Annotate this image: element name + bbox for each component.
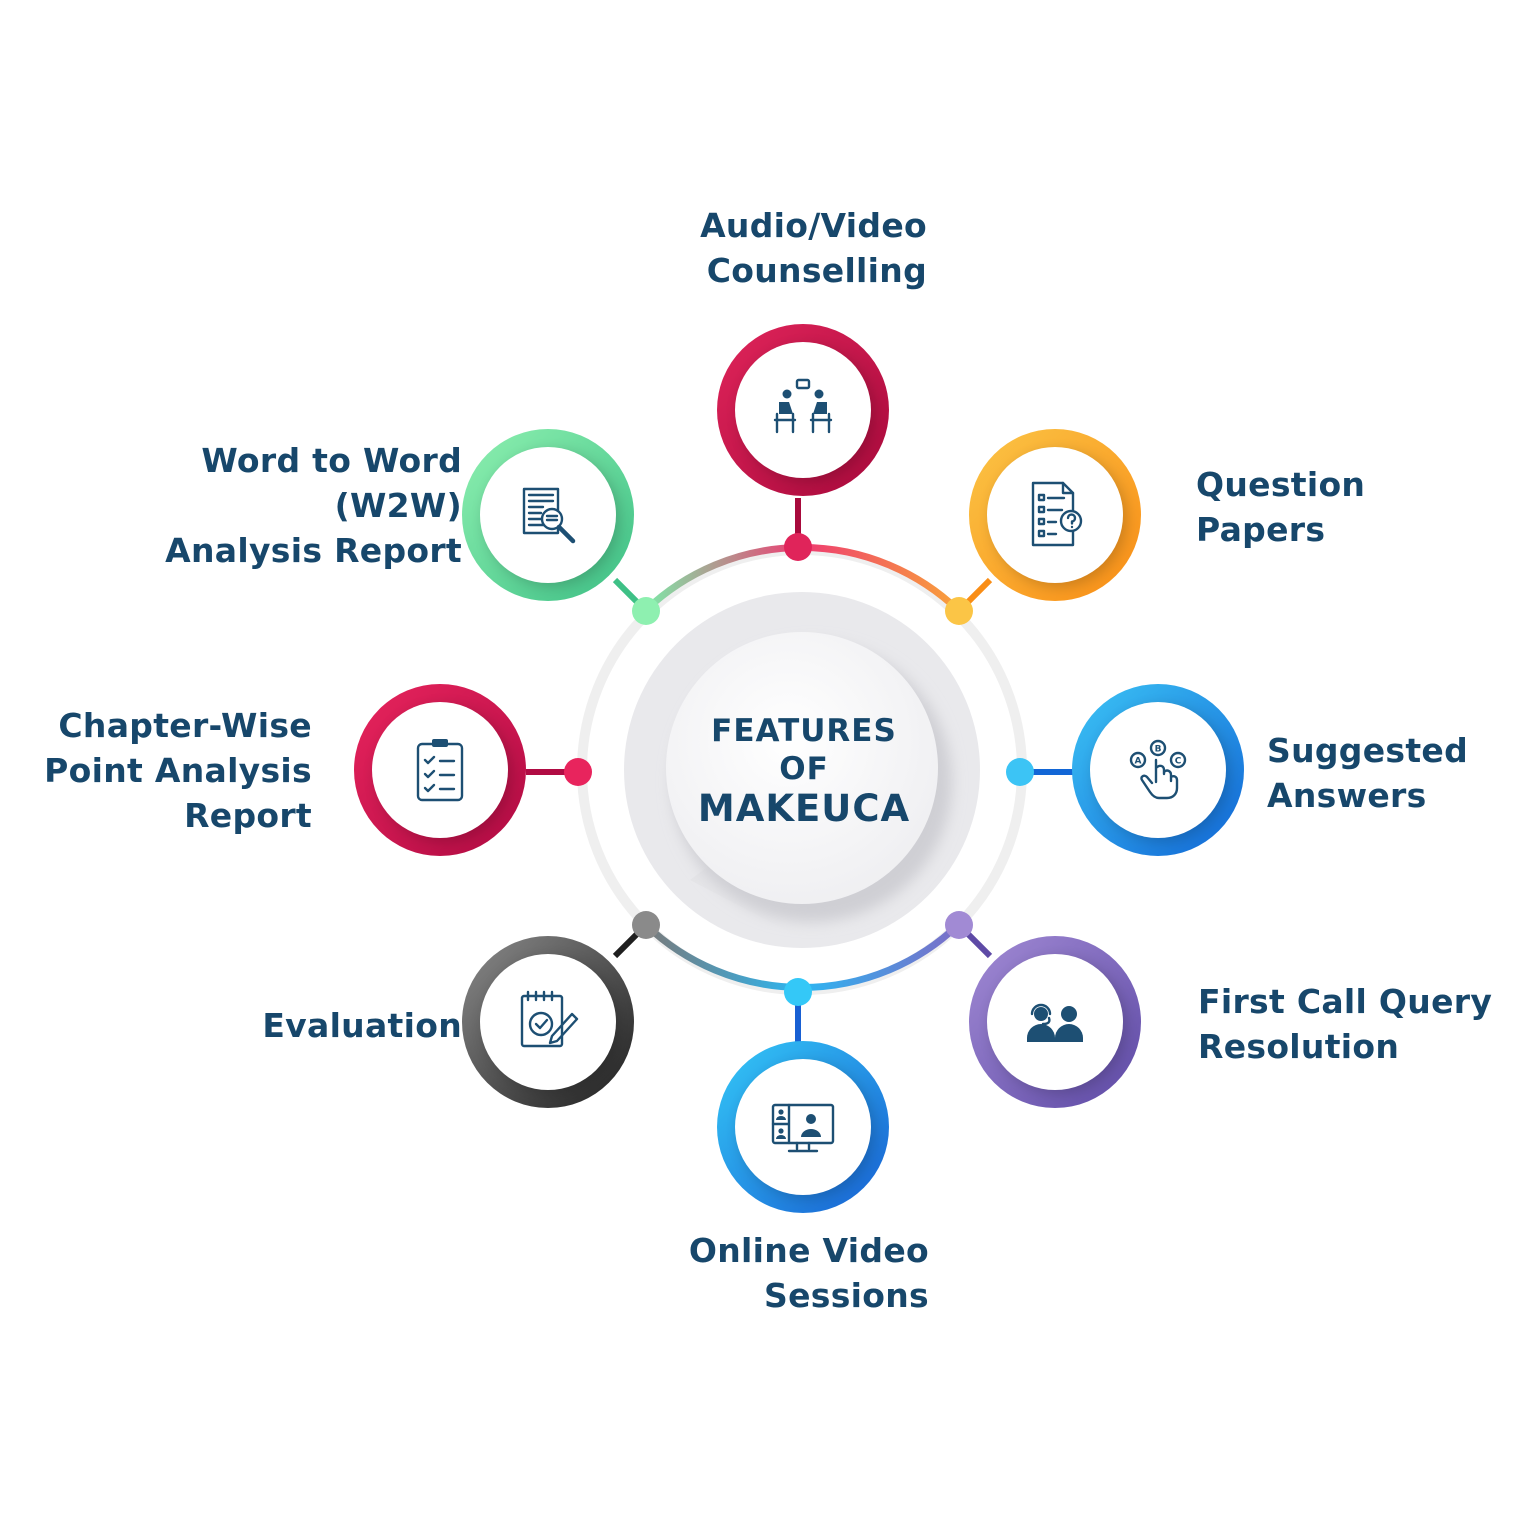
feature-label-line: Counselling bbox=[706, 251, 927, 290]
feature-label-w2w-analysis-report: Word to Word (W2W) Analysis Report bbox=[160, 438, 462, 573]
feature-label-line: Chapter-Wise bbox=[58, 706, 312, 745]
connector-dot-question-papers bbox=[945, 597, 973, 625]
connector-dot-evaluation bbox=[632, 911, 660, 939]
checklist-clipboard-icon bbox=[416, 739, 464, 802]
feature-node-suggested-answers: A B C bbox=[1006, 684, 1244, 856]
feature-label-line: Question bbox=[1196, 465, 1366, 504]
connector-dot-online-video-sessions bbox=[784, 978, 812, 1006]
video-conference-icon bbox=[771, 1103, 835, 1153]
center-title-line3: MAKEUCA bbox=[697, 787, 911, 830]
ring-face-first-call-query-resolution bbox=[987, 954, 1123, 1090]
ring-face-chapter-wise-point-analysis-report bbox=[372, 702, 508, 838]
center-title-line2: OF bbox=[779, 751, 829, 787]
feature-node-online-video-sessions bbox=[717, 978, 889, 1213]
feature-node-first-call-query-resolution bbox=[945, 911, 1141, 1108]
feature-label-line: Audio/Video bbox=[700, 206, 927, 245]
ring-face-suggested-answers bbox=[1090, 702, 1226, 838]
center-disc-face bbox=[666, 632, 938, 904]
connector-dot-audio-video-counselling bbox=[784, 533, 812, 561]
feature-node-w2w-analysis-report bbox=[462, 429, 660, 625]
feature-label-line: Answers bbox=[1267, 776, 1427, 815]
ring-face-evaluation bbox=[480, 954, 616, 1090]
svg-text:B: B bbox=[1155, 745, 1162, 755]
feature-node-question-papers bbox=[945, 429, 1141, 625]
center-title: FEATURES OF MAKEUCA bbox=[668, 712, 940, 830]
feature-node-chapter-wise-point-analysis-report bbox=[354, 684, 592, 856]
support-agents-icon bbox=[1027, 1003, 1083, 1042]
question-paper-icon bbox=[1031, 481, 1083, 547]
document-search-icon bbox=[522, 487, 576, 544]
ring-face-audio-video-counselling bbox=[735, 342, 871, 478]
feature-label-evaluation: Evaluation bbox=[258, 1003, 462, 1048]
feature-label-line: Sessions bbox=[764, 1276, 929, 1315]
feature-label-line: Papers bbox=[1196, 510, 1326, 549]
feature-label-line: Online Video bbox=[688, 1231, 929, 1270]
center-title-line1: FEATURES bbox=[711, 713, 897, 749]
counselling-icon bbox=[773, 378, 833, 434]
feature-label-line: Suggested bbox=[1267, 731, 1469, 770]
connector-dot-w2w-analysis-report bbox=[632, 597, 660, 625]
feature-label-line: (W2W) bbox=[334, 486, 462, 525]
ring-face-question-papers bbox=[987, 447, 1123, 583]
feature-label-line: First Call Query bbox=[1198, 982, 1493, 1021]
feature-label-line: Analysis Report bbox=[165, 531, 462, 570]
feature-node-evaluation bbox=[462, 911, 660, 1108]
feature-label-line: Evaluation bbox=[262, 1006, 462, 1045]
feature-label-line: Word to Word bbox=[201, 441, 462, 480]
abc-choice-icon: A B C bbox=[1129, 739, 1187, 800]
feature-label-line: Report bbox=[184, 796, 312, 835]
feature-label-line: Point Analysis bbox=[44, 751, 312, 790]
connector-dot-first-call-query-resolution bbox=[945, 911, 973, 939]
connector-dot-suggested-answers bbox=[1006, 758, 1034, 786]
evaluation-icon bbox=[520, 990, 579, 1048]
ring-face-online-video-sessions bbox=[735, 1059, 871, 1195]
svg-text:A: A bbox=[1135, 757, 1142, 767]
svg-text:C: C bbox=[1175, 757, 1182, 767]
connector-dot-chapter-wise-point-analysis-report bbox=[564, 758, 592, 786]
feature-label-line: Resolution bbox=[1198, 1027, 1400, 1066]
feature-node-audio-video-counselling bbox=[717, 324, 889, 561]
